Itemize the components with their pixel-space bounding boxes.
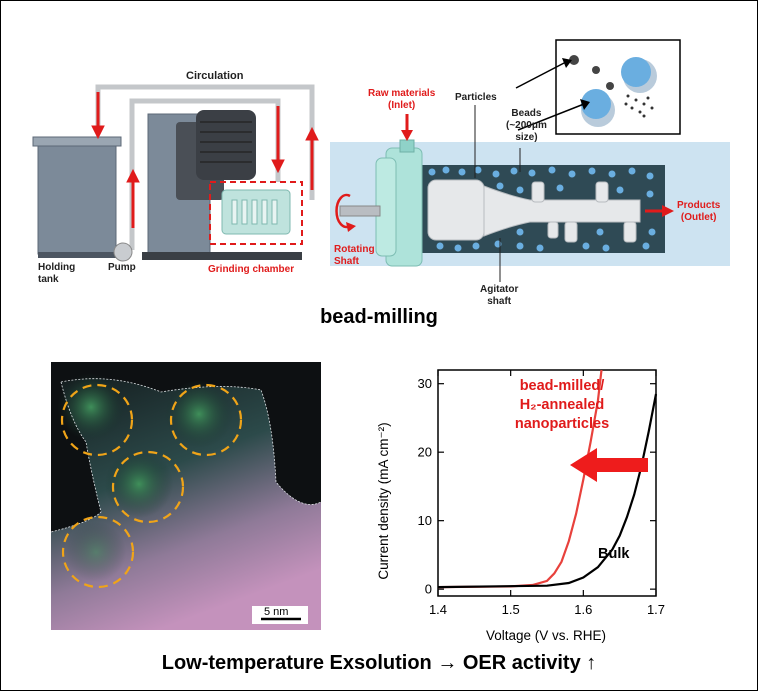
holding-tank (32, 136, 122, 258)
grinding-chamber-box (209, 181, 303, 245)
y-tick-label: 20 (418, 445, 432, 460)
x-tick-label: 1.7 (647, 602, 665, 617)
legend-label-nanoparticles: nanoparticles (515, 416, 609, 432)
mill-body (142, 110, 302, 260)
chamber-cross-section (330, 105, 730, 282)
legend-label-nanoparticles: bead-milled/ (520, 378, 605, 394)
plot-frame (437, 369, 657, 597)
inset-bead-collision (515, 39, 681, 135)
label-particles: Particles (455, 92, 497, 103)
y-tick-label: 0 (425, 582, 432, 597)
y-tick-label: 30 (418, 376, 432, 391)
bead-mill-apparatus (32, 39, 730, 282)
label-pump: Pump (108, 262, 136, 273)
legend-label-bulk: Bulk (598, 546, 630, 562)
x-tick-label: 1.6 (574, 602, 592, 617)
flow-arrows (91, 92, 319, 228)
agitator-shaft (427, 179, 641, 243)
polarization-chart: Current density (mA cm⁻²) Voltage (V vs.… (376, 369, 665, 643)
beads (428, 166, 656, 252)
legend-label-nanoparticles: H₂-annealed (520, 397, 605, 413)
x-tick-label: 1.5 (502, 602, 520, 617)
label-holding-tank: Holding tank (38, 262, 76, 285)
label-grinding-chamber: Grinding chamber (208, 264, 295, 275)
label-rotating-shaft: Rotating Shaft (334, 244, 375, 267)
y-axis-label: Current density (mA cm⁻²) (376, 422, 391, 579)
label-agitator-shaft: Agitator shaft (480, 284, 519, 307)
bottom-caption: Low-temperature Exsolution → OER activit… (161, 652, 597, 674)
x-axis-label: Voltage (V vs. RHE) (486, 628, 606, 643)
shift-arrow (570, 448, 648, 482)
label-circulation: Circulation (186, 70, 244, 82)
x-tick-label: 1.4 (429, 602, 447, 617)
y-tick-label: 10 (418, 513, 432, 528)
scale-bar-label: 5 nm (264, 606, 289, 618)
stem-micrograph (51, 362, 321, 630)
pump (113, 242, 133, 262)
diagram-title: bead-milling (320, 306, 438, 328)
label-beads: Beads (~200μm size) (506, 108, 547, 143)
label-raw-materials: Raw materials (Inlet) (368, 88, 436, 111)
label-products: Products (Outlet) (677, 200, 721, 223)
